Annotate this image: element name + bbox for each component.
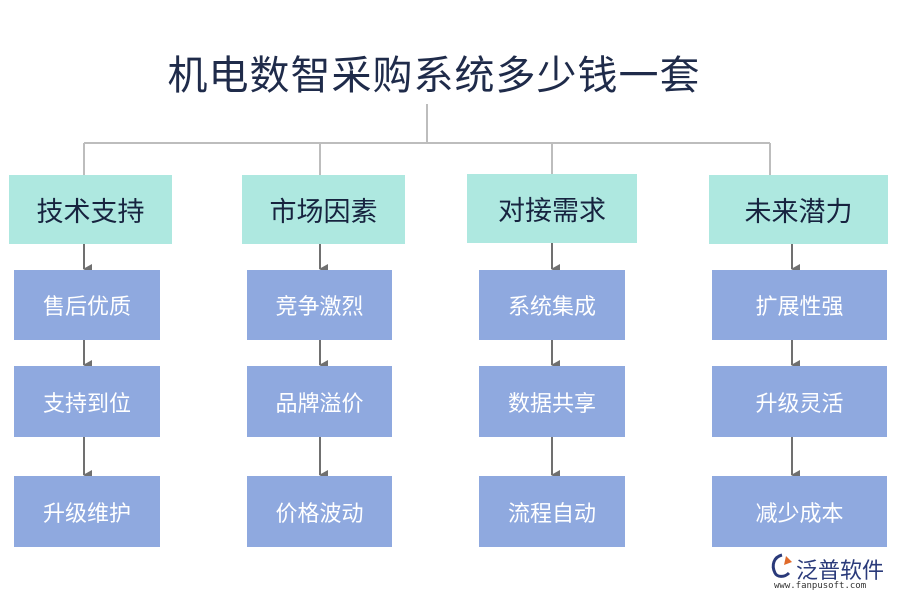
item-cost-reduction: 减少成本	[712, 476, 887, 547]
item-brand-premium: 品牌溢价	[247, 366, 392, 437]
item-data-sharing: 数据共享	[479, 366, 625, 437]
category-integration-needs: 对接需求	[467, 174, 637, 243]
item-flexible-upgrade: 升级灵活	[712, 366, 887, 437]
item-system-integration: 系统集成	[479, 270, 625, 340]
brand-logo: 泛普软件 www.fanpusoft.com	[770, 551, 895, 595]
item-price-fluctuation: 价格波动	[247, 476, 392, 547]
diagram-title: 机电数智采购系统多少钱一套	[167, 53, 701, 99]
item-process-automation: 流程自动	[479, 476, 625, 547]
brand-name: 泛普软件	[796, 559, 885, 584]
item-fierce-competition: 竞争激烈	[247, 270, 392, 340]
brand-logo-icon	[771, 553, 792, 578]
item-after-sales: 售后优质	[14, 270, 160, 340]
category-market-factors: 市场因素	[242, 175, 405, 244]
item-strong-scalability: 扩展性强	[712, 270, 887, 340]
item-upgrade-maintenance: 升级维护	[14, 476, 160, 547]
item-support-in-place: 支持到位	[14, 366, 160, 437]
category-technical-support: 技术支持	[9, 175, 172, 244]
brand-url: www.fanpusoft.com	[774, 581, 867, 591]
category-future-potential: 未来潜力	[709, 175, 888, 244]
